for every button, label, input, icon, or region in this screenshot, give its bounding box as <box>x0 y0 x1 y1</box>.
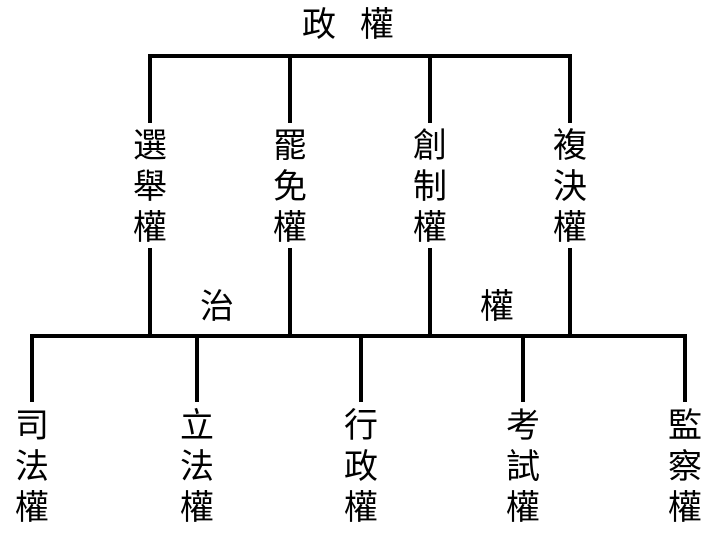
connector-executive <box>359 338 363 402</box>
governing-power-branch-bar <box>30 334 687 338</box>
label-recall-right: 罷免權 <box>273 128 307 247</box>
connector-recall-upper <box>288 58 292 123</box>
label-control-power: 監察權 <box>668 408 702 527</box>
connector-recall-lower <box>288 248 292 334</box>
label-executive-power: 行政權 <box>344 408 378 527</box>
connector-election-lower <box>148 248 152 334</box>
label-judicial-power: 司法權 <box>15 408 49 527</box>
label-governing-power-quan: 權 <box>480 289 514 326</box>
connector-legislative <box>195 338 199 402</box>
connector-judicial <box>30 338 34 402</box>
connector-referendum-lower <box>568 248 572 334</box>
connector-initiative-lower <box>428 248 432 334</box>
connector-examination <box>521 338 525 402</box>
connector-election-upper <box>148 58 152 123</box>
label-election-right: 選舉權 <box>133 128 167 247</box>
political-power-branch-bar <box>148 54 572 58</box>
label-examination-power: 考試權 <box>506 408 540 527</box>
label-legislative-power: 立法權 <box>180 408 214 527</box>
connector-referendum-upper <box>568 58 572 123</box>
label-referendum-right: 複決權 <box>553 128 587 247</box>
connector-control <box>683 338 687 402</box>
label-governing-power-zhi: 治 <box>200 289 234 326</box>
label-initiative-right: 創制權 <box>413 128 447 247</box>
diagram-title: 政權 <box>302 7 418 44</box>
connector-initiative-upper <box>428 58 432 123</box>
